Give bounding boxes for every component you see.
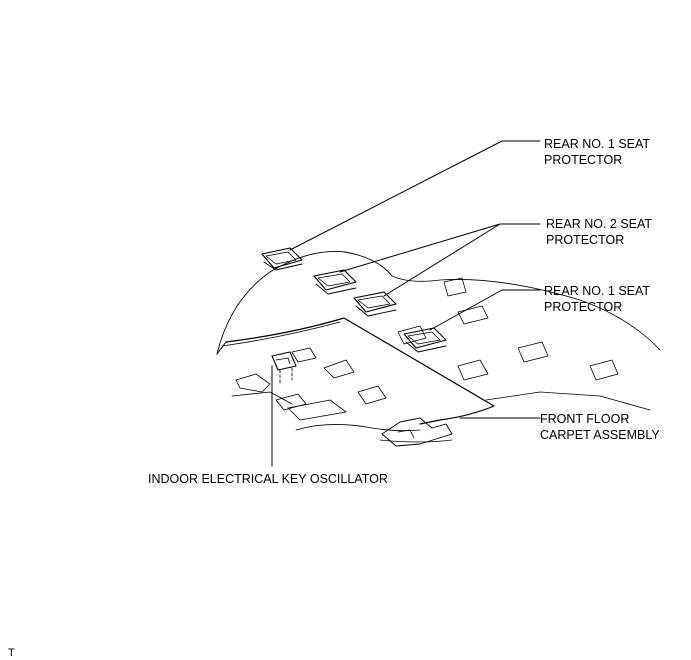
- key-oscillator-part: [271, 351, 307, 411]
- label-rear-no1-seat-protector-lower: REAR NO. 1 SEAT PROTECTOR: [544, 283, 650, 315]
- label-line: REAR NO. 2 SEAT: [546, 217, 653, 231]
- rear-no2-seat-protector-right: [353, 291, 397, 317]
- label-line: REAR NO. 1 SEAT: [544, 284, 651, 298]
- label-line: FRONT FLOOR: [540, 412, 630, 426]
- label-line: PROTECTOR: [544, 300, 623, 314]
- label-line: PROTECTOR: [544, 153, 623, 167]
- corner-mark: T: [8, 647, 15, 659]
- front-floor-carpet: [216, 317, 495, 447]
- label-line: PROTECTOR: [546, 233, 625, 247]
- rear-no2-seat-protector-left: [313, 269, 357, 295]
- label-line: CARPET ASSEMBLY: [540, 428, 660, 442]
- label-line: REAR NO. 1 SEAT: [544, 137, 651, 151]
- label-key-oscillator: INDOOR ELECTRICAL KEY OSCILLATOR: [148, 472, 388, 486]
- floor-panel-outline: [216, 251, 661, 443]
- leader-lines: [271, 140, 541, 467]
- label-front-floor-carpet: FRONT FLOOR CARPET ASSEMBLY: [540, 411, 660, 443]
- rear-no1-seat-protector-upper: [261, 247, 303, 271]
- label-rear-no1-seat-protector-upper: REAR NO. 1 SEAT PROTECTOR: [544, 136, 650, 168]
- label-rear-no2-seat-protector: REAR NO. 2 SEAT PROTECTOR: [546, 216, 652, 248]
- rear-no1-seat-protector-lower: [403, 327, 447, 353]
